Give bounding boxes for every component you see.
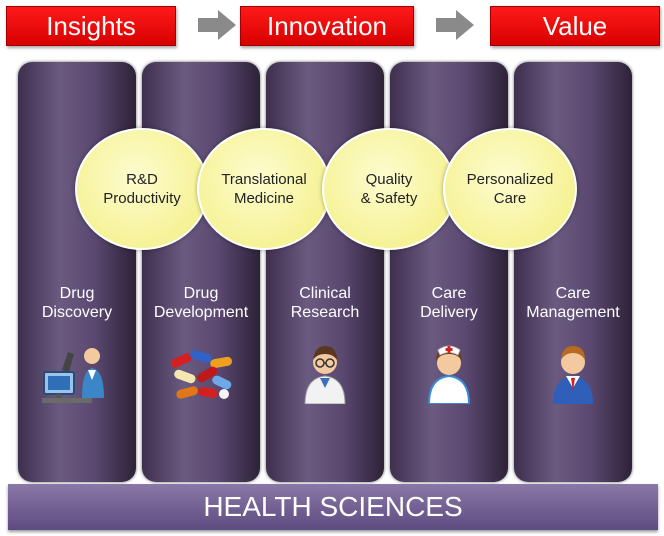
bubble-label: Personalized Care: [466, 171, 554, 207]
column-care-delivery: Care Delivery: [390, 62, 508, 482]
column-care-management: Care Management: [514, 62, 632, 482]
banner-value: Value: [490, 6, 660, 46]
researcher-icon: [304, 346, 346, 404]
banner-innovation: Innovation: [240, 6, 414, 46]
arrow-right-icon: [198, 10, 236, 40]
column-clinical-research: Clinical Research: [266, 62, 384, 482]
base-label: HEALTH SCIENCES: [203, 491, 463, 522]
bubble-personalized-care: Personalized Care: [443, 128, 577, 250]
bubble-rd-productivity: R&D Productivity: [75, 128, 209, 250]
column-label: Care Delivery: [420, 285, 478, 321]
bubble-label: Quality & Safety: [360, 171, 418, 207]
health-sciences-base: HEALTH SCIENCES: [8, 484, 658, 530]
nurse-icon: [427, 345, 471, 404]
bubble-translational-medicine: Translational Medicine: [197, 128, 331, 250]
scientist-microscope-icon: [42, 348, 104, 403]
column-label: Clinical Research: [290, 285, 360, 321]
bubble-label: R&D Productivity: [103, 171, 181, 207]
bubble-label: Translational Medicine: [221, 171, 307, 207]
column-label: Drug Development: [153, 285, 249, 321]
arrow-right-icon: [436, 10, 474, 40]
manager-icon: [553, 346, 593, 404]
pills-icon: [170, 350, 232, 399]
banner-insights: Insights: [6, 6, 176, 46]
column-drug-development: Drug Development: [142, 62, 260, 482]
column-drug-discovery: Drug Discovery: [18, 62, 136, 482]
column-label: Care Management: [526, 285, 620, 321]
bubble-quality-safety: Quality & Safety: [322, 128, 456, 250]
column-label: Drug Discovery: [41, 285, 113, 321]
